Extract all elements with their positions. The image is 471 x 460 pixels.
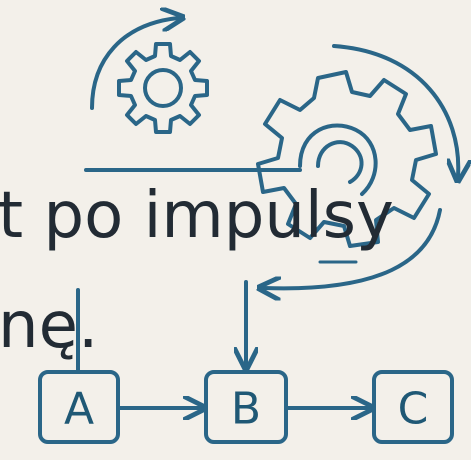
return-arc-arrow <box>264 208 442 288</box>
node-c-label: C <box>398 384 429 435</box>
node-b: B <box>204 370 288 444</box>
small-gear-arc-arrow <box>90 18 178 110</box>
caption-line-2: nę. <box>0 289 99 363</box>
caption-line-1: t po impulsy <box>0 179 394 253</box>
node-c: C <box>372 370 454 444</box>
node-a-label: A <box>64 384 94 435</box>
node-b-label: B <box>231 384 261 435</box>
small-gear-icon <box>117 42 209 134</box>
large-gear-icon <box>256 70 438 248</box>
large-gear-arc-arrow <box>332 44 458 176</box>
node-a: A <box>38 370 120 444</box>
